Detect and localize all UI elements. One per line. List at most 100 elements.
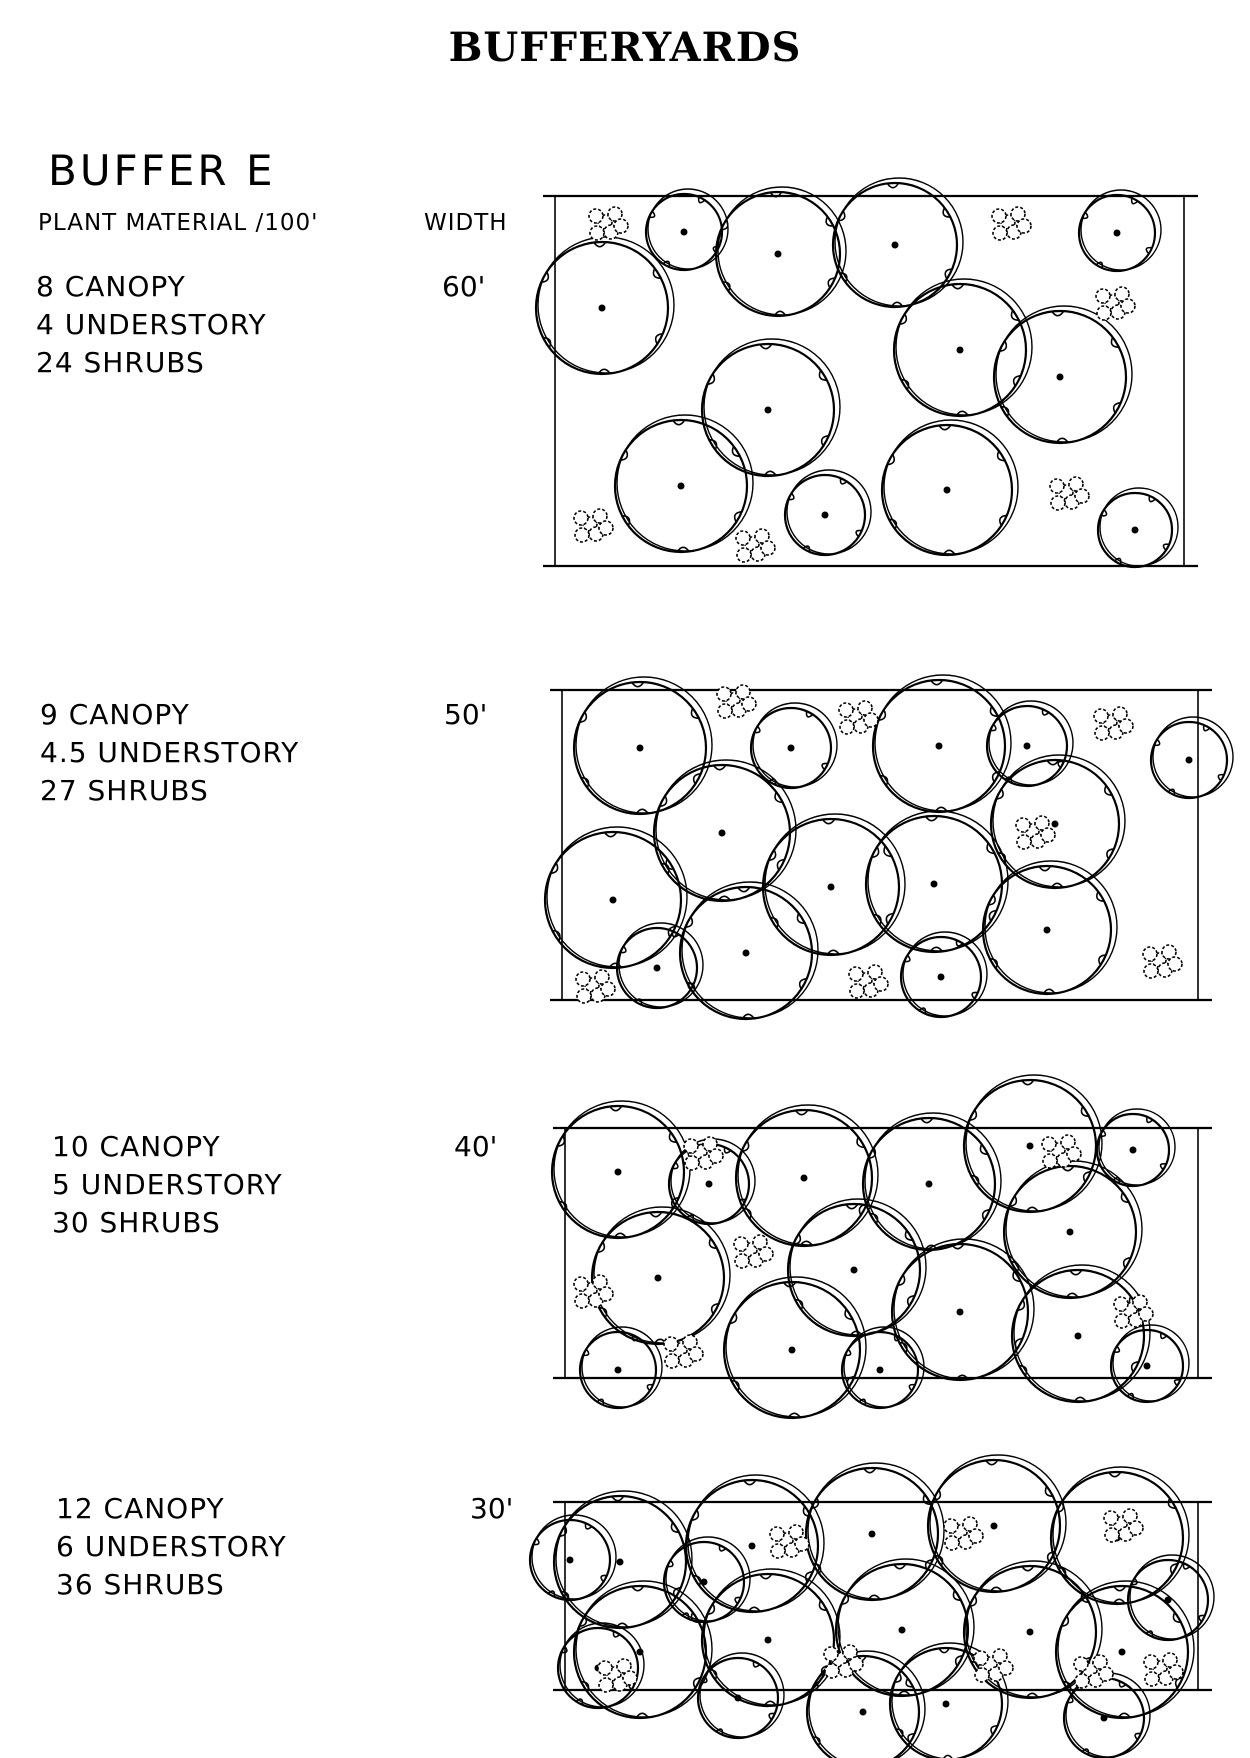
shrub-count: 36 SHRUBS (56, 1568, 225, 1601)
option-30-quantities: 12 CANOPY 6 UNDERSTORY 36 SHRUBS (56, 1490, 287, 1604)
understory-tree (1126, 1554, 1215, 1642)
understory-count: 5 UNDERSTORY (52, 1168, 283, 1201)
plan-30-foot (528, 1454, 1215, 1758)
understory-count: 4.5 UNDERSTORY (40, 736, 300, 769)
canopy-tree (722, 1276, 867, 1420)
shrub-cluster (1049, 476, 1090, 511)
shrub-cluster (1103, 1508, 1144, 1543)
shrub-cluster (575, 969, 616, 1004)
shrub-count: 30 SHRUBS (52, 1206, 221, 1239)
canopy-tree (926, 1454, 1067, 1594)
shrub-cluster (716, 684, 757, 719)
understory-tree (615, 922, 704, 1010)
understory-tree (1096, 487, 1179, 569)
canopy-tree (714, 186, 847, 318)
shrub-cluster (683, 1136, 724, 1171)
plant-material-header: PLANT MATERIAL /100' (38, 210, 319, 236)
understory-tree (840, 1326, 925, 1410)
option-60-quantities: 8 CANOPY 4 UNDERSTORY 24 SHRUBS (36, 268, 267, 382)
shrub-count: 27 SHRUBS (40, 774, 209, 807)
shrub-cluster (943, 1516, 984, 1551)
shrub-cluster (1073, 1654, 1114, 1689)
understory-tree (644, 188, 729, 272)
shrub-cluster (597, 1658, 638, 1693)
understory-tree (696, 1652, 785, 1740)
canopy-tree (871, 674, 1012, 814)
canopy-tree (804, 1462, 945, 1602)
shrub-cluster (1093, 706, 1134, 741)
canopy-tree (590, 1206, 731, 1346)
understory-tree (985, 700, 1074, 788)
buffer-title: BUFFER E (48, 146, 276, 195)
canopy-count: 10 CANOPY (52, 1130, 221, 1163)
understory-tree (528, 1514, 617, 1602)
canopy-count: 8 CANOPY (36, 270, 186, 303)
canopy-tree (989, 754, 1126, 890)
shrub-cluster (588, 206, 629, 241)
shrub-cluster (1015, 815, 1056, 850)
canopy-tree (962, 1074, 1103, 1214)
shrub-cluster (573, 1274, 614, 1309)
page-title: BUFFERYARDS (448, 24, 802, 71)
shrub-cluster (823, 1644, 864, 1679)
shrub-cluster (991, 206, 1032, 241)
canopy-tree (734, 1104, 879, 1248)
shrub-cluster (1113, 1294, 1154, 1329)
understory-count: 6 UNDERSTORY (56, 1530, 287, 1563)
understory-tree (1077, 189, 1162, 273)
option-50-quantities: 9 CANOPY 4.5 UNDERSTORY 27 SHRUBS (40, 696, 299, 810)
shrub-cluster (848, 964, 889, 999)
shrub-cluster (735, 528, 776, 563)
shrub-cluster (663, 1334, 704, 1369)
option-40-width: 40' (454, 1130, 498, 1163)
understory-tree (662, 1536, 751, 1624)
canopy-tree (892, 278, 1033, 418)
canopy-tree (890, 1238, 1035, 1382)
understory-tree (556, 1622, 645, 1710)
canopy-tree (962, 1560, 1103, 1700)
canopy-tree (1054, 1580, 1195, 1720)
canopy-tree (880, 419, 1019, 557)
canopy-count: 9 CANOPY (40, 698, 190, 731)
canopy-tree (572, 1580, 713, 1720)
option-40-quantities: 10 CANOPY 5 UNDERSTORY 30 SHRUBS (52, 1128, 283, 1242)
understory-tree (1095, 1108, 1176, 1188)
understory-tree (1149, 716, 1234, 800)
canopy-tree (534, 236, 675, 376)
canopy-count: 12 CANOPY (56, 1492, 225, 1525)
canopy-tree (992, 305, 1133, 445)
plan-50-foot (543, 674, 1234, 1021)
width-header: WIDTH (424, 210, 508, 236)
understory-tree (578, 1326, 663, 1410)
canopy-tree (981, 860, 1118, 996)
option-60-width: 60' (442, 270, 486, 303)
understory-tree (1109, 1324, 1190, 1404)
shrub-cluster (769, 1524, 810, 1559)
canopy-tree (761, 813, 906, 957)
canopy-tree (831, 177, 964, 309)
plan-60-foot (534, 177, 1198, 569)
canopy-tree (543, 826, 688, 970)
shrub-cluster (573, 508, 614, 543)
understory-tree (749, 702, 838, 790)
shrub-cluster (973, 1648, 1014, 1683)
canopy-tree (550, 1100, 691, 1240)
canopy-tree (572, 676, 713, 816)
option-30-width: 30' (470, 1492, 514, 1525)
understory-count: 4 UNDERSTORY (36, 308, 267, 341)
understory-tree (783, 469, 872, 557)
shrub-cluster (1143, 1652, 1184, 1687)
canopy-tree (700, 338, 841, 478)
canopy-tree (805, 1650, 926, 1758)
plan-40-foot (550, 1074, 1212, 1420)
shrub-cluster (1041, 1134, 1082, 1169)
shrub-cluster (733, 1234, 774, 1269)
canopy-tree (700, 1568, 841, 1708)
canopy-tree (888, 1642, 1009, 1758)
canopy-tree (861, 1112, 1002, 1252)
canopy-tree (1010, 1264, 1151, 1404)
canopy-tree (834, 1558, 975, 1698)
shrub-cluster (838, 700, 879, 735)
option-50-width: 50' (444, 698, 488, 731)
